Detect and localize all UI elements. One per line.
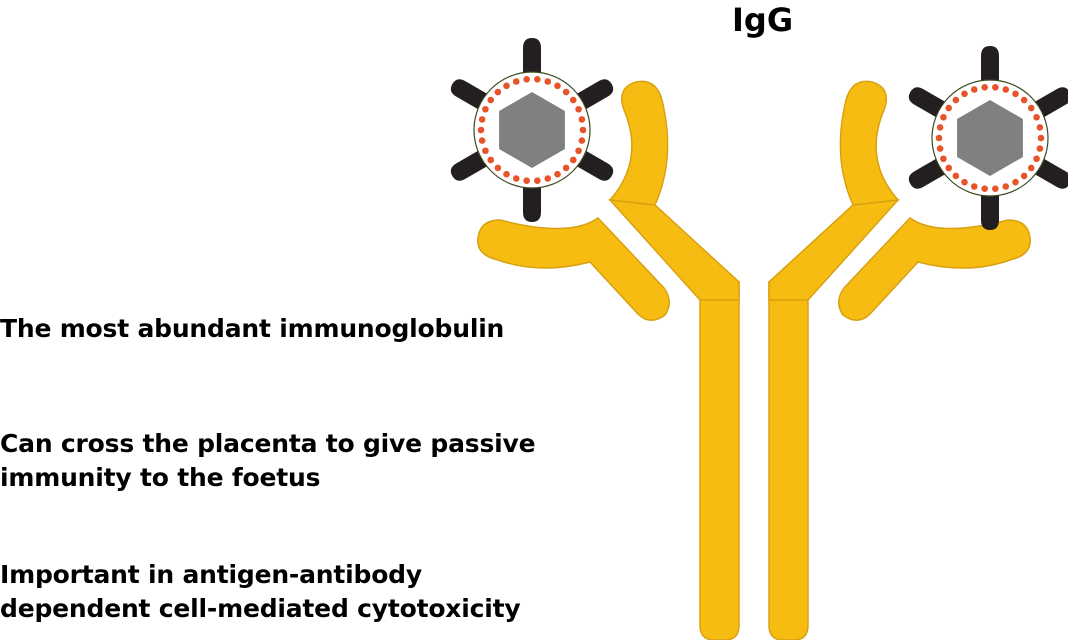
antigen-dot [992, 185, 999, 193]
antigen-dot [503, 170, 510, 178]
antigen-dot [487, 156, 495, 164]
antigen-dot [494, 164, 502, 172]
antigen-dot [569, 156, 577, 164]
antigen-dot [970, 183, 978, 190]
antigen-dot [477, 126, 485, 134]
antigen-dot [487, 96, 495, 104]
antigen-icon-right [908, 46, 1068, 230]
antigen-dot [512, 175, 520, 182]
antigen-dot [936, 124, 944, 131]
antigen-dot [1012, 90, 1019, 98]
antigen-dot [961, 90, 968, 98]
fact-adcc: Important in antigen-antibody dependent … [0, 558, 521, 626]
antigen-dot [534, 177, 541, 185]
antigen-dot [554, 82, 561, 90]
fact-line: immunity to the foetus [0, 463, 321, 492]
antigen-dot [1033, 155, 1040, 163]
antigen-dot [494, 88, 502, 96]
antigen-dot [544, 78, 552, 85]
antigen-dot [544, 175, 552, 182]
antigen-dot [952, 96, 960, 104]
antigen-dot [981, 185, 988, 193]
antigen-dot [935, 134, 943, 142]
antigen-dot [579, 126, 587, 134]
antigen-dot [1027, 164, 1035, 172]
antigen-dot [1012, 178, 1019, 186]
antigen-dot [961, 178, 968, 186]
diagram-title: IgG [732, 1, 794, 39]
antigen-dot [936, 145, 944, 152]
antigen-dot [1002, 183, 1010, 190]
antigen-dot [554, 170, 561, 178]
antigen-dot [523, 177, 530, 185]
antigen-dot [534, 75, 541, 83]
antigen-dot [512, 78, 520, 85]
antigen-dot [1020, 172, 1028, 180]
fact-crosses-placenta: Can cross the placenta to give passive i… [0, 427, 536, 495]
antigen-dot [1033, 113, 1040, 121]
antigen-dot [478, 116, 486, 123]
antigen-dot [562, 88, 570, 96]
antigen-dot [940, 155, 947, 163]
antigen-dot [562, 164, 570, 172]
antigen-dot [523, 75, 530, 83]
antigen-dot [1037, 134, 1045, 142]
antigen-dot [1027, 104, 1035, 112]
antigen-dot [569, 96, 577, 104]
antigen-dot [503, 82, 510, 90]
antigen-dot [575, 147, 582, 155]
fact-line: dependent cell-mediated cytotoxicity [0, 594, 521, 623]
fact-line: Important in antigen-antibody [0, 560, 422, 589]
antigen-dot [578, 137, 586, 144]
antigen-dot [1020, 96, 1028, 104]
antigen-dot [992, 83, 999, 91]
antigen-spike [523, 38, 541, 82]
antigen-dot [945, 164, 953, 172]
antigen-dot [1036, 124, 1044, 131]
fact-line: Can cross the placenta to give passive [0, 429, 536, 458]
antigen-dot [578, 116, 586, 123]
antigen-spike [981, 186, 999, 230]
antigen-spike [523, 178, 541, 222]
antigen-core [499, 92, 565, 168]
antigen-dot [482, 147, 489, 155]
antigen-dot [478, 137, 486, 144]
antigen-dot [1036, 145, 1044, 152]
antigen-core [957, 100, 1023, 176]
antigen-dot [482, 105, 489, 113]
antibody-icon [477, 80, 1031, 641]
antigen-spike [981, 46, 999, 90]
antigen-dot [575, 105, 582, 113]
fact-most-abundant: The most abundant immunoglobulin [0, 312, 504, 346]
antigen-dot [981, 83, 988, 91]
antigen-dot [1002, 86, 1010, 93]
antigen-dot [945, 104, 953, 112]
antigen-dot [940, 113, 947, 121]
fact-line: The most abundant immunoglobulin [0, 314, 505, 343]
antigen-dot [970, 86, 978, 93]
antigen-dot [952, 172, 960, 180]
antigen-icon-left [450, 38, 614, 222]
